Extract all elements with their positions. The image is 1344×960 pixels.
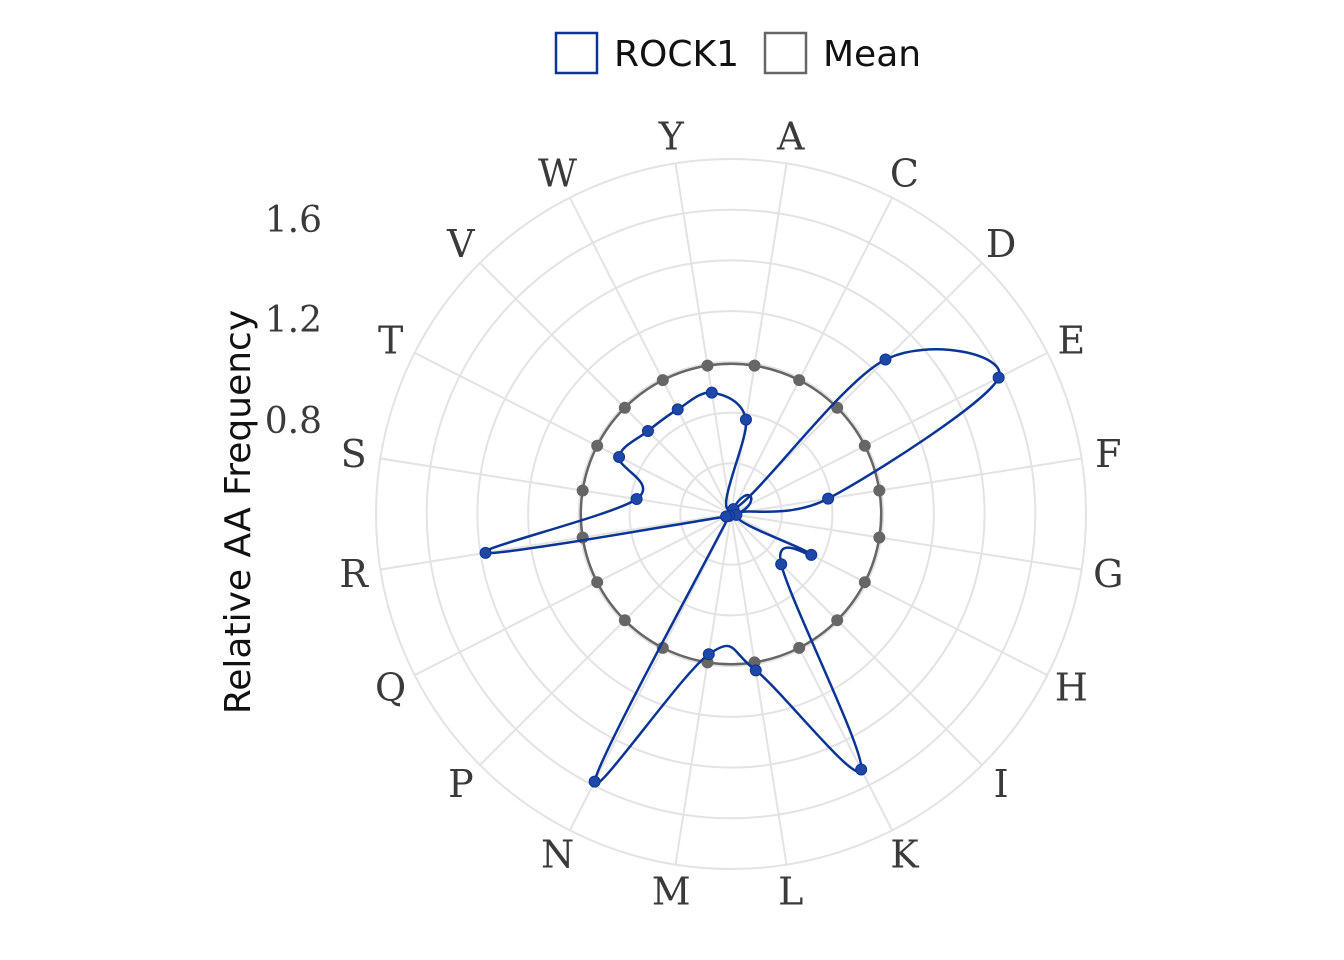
- grid-ring: [425, 208, 1037, 820]
- data-point-mean-p[interactable]: [618, 614, 631, 627]
- data-point-rock1-r[interactable]: [479, 546, 492, 559]
- category-labels: A C D E F G H I K L M N P Q R S T V W Y: [339, 115, 1123, 914]
- data-point-mean-f[interactable]: [873, 484, 886, 497]
- category-label-w: W: [538, 152, 577, 196]
- category-label-n: N: [541, 832, 574, 876]
- category-label-t: T: [378, 319, 403, 363]
- data-point-rock1-y[interactable]: [705, 386, 718, 399]
- legend-label-mean: Mean: [823, 34, 921, 75]
- data-point-rock1-t[interactable]: [613, 450, 626, 463]
- data-point-mean-w[interactable]: [656, 374, 669, 387]
- category-label-e: E: [1057, 319, 1085, 363]
- series-mean: [576, 359, 886, 669]
- category-label-p: P: [448, 762, 474, 806]
- data-point-rock1-q[interactable]: [720, 510, 733, 523]
- y-axis-label: Relative AA Frequency: [218, 310, 259, 714]
- data-point-rock1-l[interactable]: [749, 664, 762, 677]
- data-point-rock1-a[interactable]: [739, 413, 752, 426]
- grid-spoke: [674, 163, 732, 515]
- category-label-s: S: [341, 432, 367, 476]
- category-label-m: M: [652, 869, 691, 913]
- legend-item-rock1[interactable]: ROCK1: [554, 31, 739, 75]
- grid-spoke: [730, 457, 1082, 515]
- data-point-mean-q[interactable]: [591, 576, 604, 589]
- grid-spoke: [730, 163, 788, 515]
- data-point-rock1-k[interactable]: [855, 763, 868, 776]
- data-point-rock1-d[interactable]: [879, 353, 892, 366]
- category-label-h: H: [1055, 665, 1088, 709]
- grid-ring: [476, 259, 986, 769]
- category-label-i: I: [994, 762, 1009, 806]
- data-point-mean-h[interactable]: [858, 576, 871, 589]
- grid-spoke: [730, 513, 788, 865]
- data-point-rock1-h[interactable]: [805, 548, 818, 561]
- category-label-c: C: [890, 152, 919, 196]
- grid-spoke: [730, 513, 983, 766]
- grid-spoke: [479, 513, 732, 766]
- radar-grid: [375, 158, 1087, 870]
- series-rock1: [479, 348, 1005, 788]
- grid-spoke: [674, 513, 732, 865]
- data-point-mean-y[interactable]: [701, 359, 714, 372]
- category-label-y: Y: [658, 115, 685, 159]
- data-point-mean-e[interactable]: [858, 439, 871, 452]
- radial-tick-label: 0.8: [265, 401, 322, 442]
- grid-spoke: [730, 513, 1082, 571]
- category-label-d: D: [986, 222, 1016, 266]
- grid-spoke: [380, 457, 732, 515]
- grid-ring: [527, 310, 935, 718]
- data-point-rock1-v[interactable]: [641, 424, 654, 437]
- data-point-mean-g[interactable]: [873, 531, 886, 544]
- data-point-mean-t[interactable]: [591, 439, 604, 452]
- legend-label-rock1: ROCK1: [614, 34, 739, 75]
- series-line-rock1: [483, 348, 1001, 786]
- data-point-rock1-i[interactable]: [775, 558, 788, 571]
- grid-ring: [679, 462, 783, 566]
- data-point-rock1-s[interactable]: [630, 493, 643, 506]
- data-point-mean-v[interactable]: [618, 401, 631, 414]
- radial-tick-label: 1.2: [265, 300, 322, 341]
- grid-spoke: [414, 351, 732, 515]
- data-point-rock1-e[interactable]: [992, 371, 1005, 384]
- category-label-v: V: [446, 222, 475, 266]
- category-label-g: G: [1093, 552, 1123, 596]
- data-point-mean-i[interactable]: [831, 614, 844, 627]
- legend-swatch-rock1: [554, 31, 599, 75]
- data-point-rock1-m[interactable]: [702, 648, 715, 661]
- data-point-mean-k[interactable]: [793, 641, 806, 654]
- legend-swatch-mean: [763, 31, 808, 75]
- category-label-l: L: [778, 869, 803, 913]
- grid-ring: [375, 158, 1087, 870]
- data-point-mean-d[interactable]: [831, 401, 844, 414]
- data-point-mean-c[interactable]: [793, 374, 806, 387]
- category-label-r: R: [339, 552, 369, 596]
- category-label-q: Q: [375, 665, 406, 709]
- legend-item-mean[interactable]: Mean: [763, 31, 921, 75]
- data-point-rock1-f[interactable]: [822, 492, 835, 505]
- category-label-a: A: [776, 115, 805, 159]
- grid-spoke: [568, 197, 732, 515]
- data-point-mean-s[interactable]: [576, 484, 589, 497]
- grid-ring: [628, 411, 834, 617]
- grid-spoke: [730, 513, 894, 831]
- grid-spoke: [479, 262, 732, 515]
- data-point-rock1-w[interactable]: [671, 403, 684, 416]
- data-point-mean-a[interactable]: [748, 359, 761, 372]
- radial-tick-label: 1.6: [265, 200, 322, 241]
- radial-tick-labels: 1.6 1.2 0.8: [265, 200, 322, 442]
- legend[interactable]: ROCK1 Mean: [554, 31, 921, 75]
- grid-spoke: [414, 513, 732, 677]
- grid-spoke: [380, 513, 732, 571]
- category-label-k: K: [890, 832, 919, 876]
- series-layer: [479, 348, 1005, 788]
- category-label-f: F: [1095, 432, 1121, 476]
- data-point-rock1-n[interactable]: [588, 775, 601, 788]
- grid-ring: [577, 360, 885, 668]
- grid-spoke: [730, 197, 894, 515]
